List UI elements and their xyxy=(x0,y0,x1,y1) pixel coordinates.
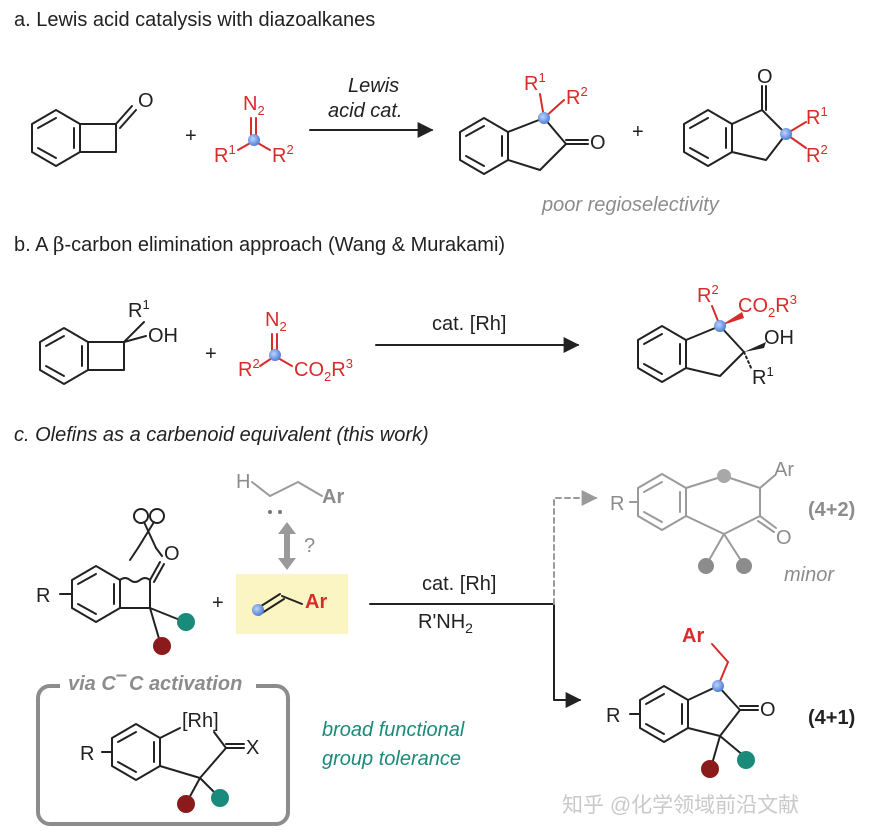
arrow-a-label-bottom: acid cat. xyxy=(328,100,402,122)
cyclobutenol-oh: OH xyxy=(148,325,178,347)
olefin xyxy=(252,593,303,616)
diazoester-reagent xyxy=(259,333,293,367)
substituted-benzocyclobutenone xyxy=(59,561,181,643)
minor-note: minor xyxy=(784,564,835,586)
diazoalkane-reagent xyxy=(237,117,271,151)
header-c: c. Olefins as a carbenoid equivalent (th… xyxy=(14,424,429,446)
minor-ar: Ar xyxy=(774,459,794,481)
alkyl-arene-grey xyxy=(251,481,323,514)
diazo-r1-a: R1 xyxy=(214,142,236,167)
activation-box-title-bg xyxy=(60,670,256,698)
tolerance-line-2: group tolerance xyxy=(322,748,461,770)
product-2-indanone xyxy=(459,93,589,175)
arrow-c-label-bottom: R'NH2 xyxy=(418,611,473,636)
minor-o: O xyxy=(776,527,792,549)
grey-h: H xyxy=(236,471,250,493)
equilibrium-arrow xyxy=(278,522,296,570)
major-red-substituent xyxy=(701,760,719,778)
product1-r1: R1 xyxy=(524,70,546,95)
arrow-a-label-top: Lewis xyxy=(348,75,399,97)
olefin-ar: Ar xyxy=(305,591,327,613)
major-r: R xyxy=(606,705,620,727)
major-product-indanone xyxy=(629,643,759,765)
benzocyclobutenone-a xyxy=(31,105,137,167)
header-b: b. A β-carbon elimination approach (Wang… xyxy=(14,232,505,256)
cyclobutenol-r1: R1 xyxy=(128,297,150,322)
box-teal-substituent xyxy=(211,789,229,807)
watermark: 知乎 @化学领域前沿文献 xyxy=(562,794,799,817)
olefin-highlight xyxy=(236,574,348,634)
box-r: R xyxy=(80,743,94,765)
equilibrium-question: ? xyxy=(304,535,315,557)
diazoester-ester: CO2R3 xyxy=(294,356,353,384)
product-b-r1: R1 xyxy=(752,364,774,389)
product-b-r2: R2 xyxy=(697,282,719,307)
benzocyclobutenol xyxy=(39,321,147,385)
rh-label: [Rh] xyxy=(182,710,219,732)
plus-a1: + xyxy=(185,125,197,147)
rhodacycle-intermediate xyxy=(101,723,245,801)
product-b-ester: CO2R3 xyxy=(738,292,797,320)
minor-r: R xyxy=(610,493,624,515)
diazoester-n2: N2 xyxy=(265,309,287,334)
activation-box-title: via C–C activation xyxy=(68,664,242,695)
arrow-b-label: cat. [Rh] xyxy=(432,313,506,335)
product1-r2: R2 xyxy=(566,84,588,109)
arrow-c-label-top: cat. [Rh] xyxy=(422,573,496,595)
x-label: X xyxy=(246,737,259,759)
tolerance-line-1: broad functional xyxy=(322,719,465,741)
plus-c: + xyxy=(212,592,224,614)
teal-substituent xyxy=(177,613,195,631)
red-substituent xyxy=(153,637,171,655)
product2-r1: R1 xyxy=(806,104,828,129)
box-red-substituent xyxy=(177,795,195,813)
ketone-oxygen-a: O xyxy=(138,90,154,112)
diazo-n2-a: N2 xyxy=(243,93,265,118)
major-label: (4+1) xyxy=(808,707,855,729)
regioselectivity-note: poor regioselectivity xyxy=(541,194,720,216)
grey-ar: Ar xyxy=(322,486,344,508)
product2-r2: R2 xyxy=(806,142,828,167)
major-teal-substituent xyxy=(737,751,755,769)
scissors-icon xyxy=(129,508,165,561)
major-o: O xyxy=(760,699,776,721)
product-1-indanone xyxy=(683,85,807,167)
product1-oxygen: O xyxy=(590,132,606,154)
ketone-o-c: O xyxy=(164,543,180,565)
plus-a2: + xyxy=(632,121,644,143)
minor-product-tetralone xyxy=(629,469,777,574)
minor-label: (4+2) xyxy=(808,499,855,521)
diazoester-r2: R2 xyxy=(238,356,260,381)
major-ar: Ar xyxy=(682,625,704,647)
aryl-r-c: R xyxy=(36,585,50,607)
arrow-c-minor xyxy=(553,490,598,605)
header-a: a. Lewis acid catalysis with diazoalkane… xyxy=(14,9,375,31)
arrow-c-major xyxy=(553,603,582,708)
plus-b: + xyxy=(205,343,217,365)
diazo-r2-a: R2 xyxy=(272,142,294,167)
product-indanol xyxy=(637,305,766,383)
product2-oxygen: O xyxy=(757,66,773,88)
product-b-oh: OH xyxy=(764,327,794,349)
